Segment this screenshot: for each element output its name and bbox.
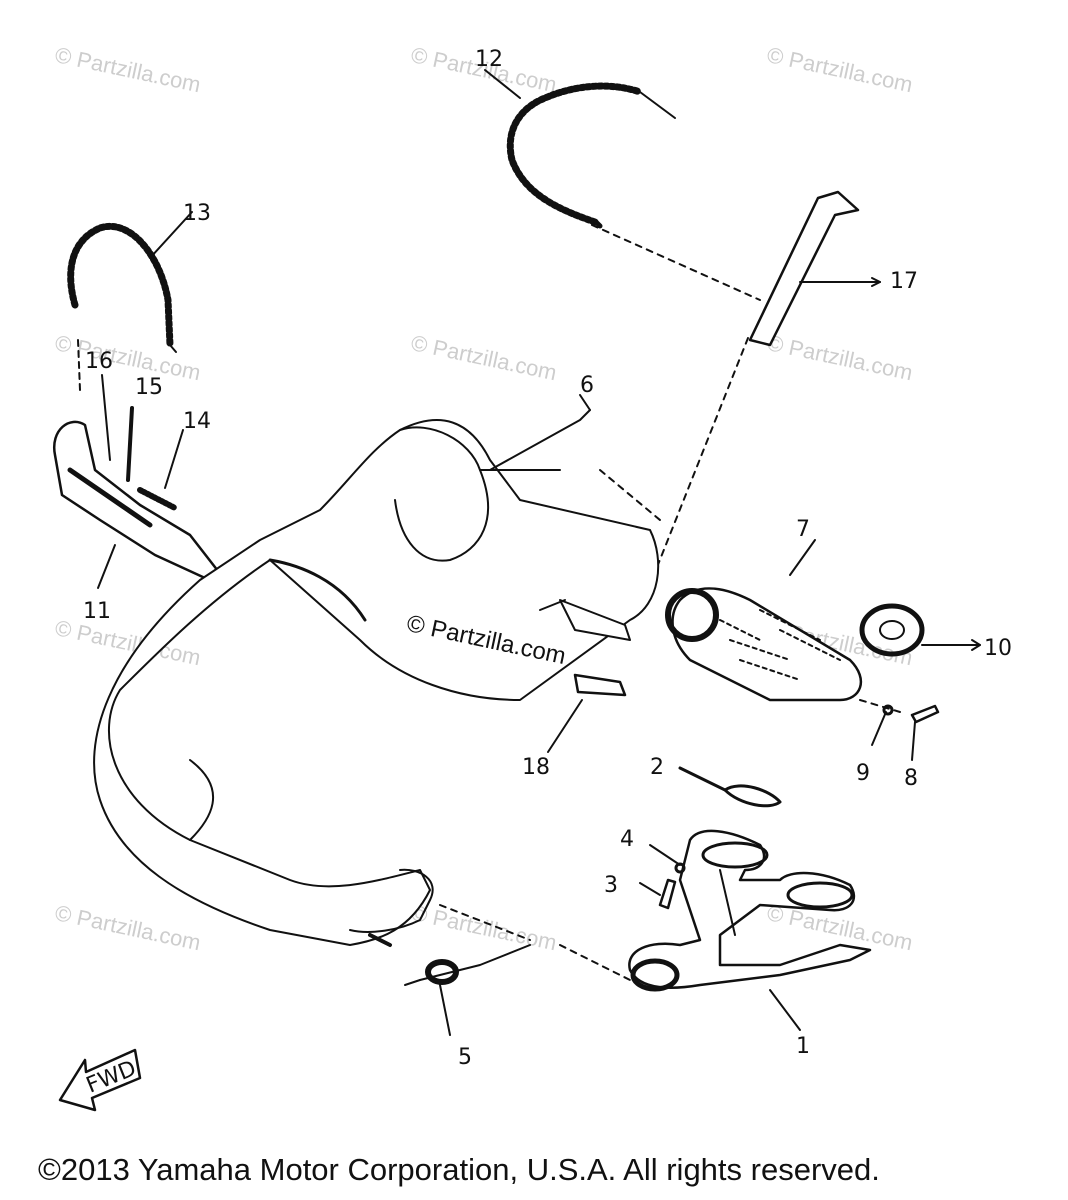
callout-12: 12 [475,47,503,72]
bolt-part-3 [639,844,686,910]
callout-2: 2 [650,755,664,780]
gasket-part-2 [678,766,782,808]
bracket-part-11 [52,374,227,589]
callout-15: 15 [135,375,163,400]
callout-18: 18 [522,755,550,780]
muffler-part-6 [93,394,661,947]
exhaust-pipe-part-1 [439,829,872,1031]
spring-part-5 [404,944,531,1036]
callout-1: 1 [796,1034,810,1059]
callout-6: 6 [580,373,594,398]
band-part-13 [67,211,193,391]
silencer-part-7 [665,539,862,702]
callout-10: 10 [984,636,1012,661]
copyright-notice: ©2013 Yamaha Motor Corporation, U.S.A. A… [38,1152,880,1187]
callout-13: 13 [183,201,211,226]
exploded-view-drawing: FWD 1 2 3 4 5 6 7 8 9 10 11 12 13 14 15 … [52,47,1012,1112]
callout-3: 3 [604,873,618,898]
callout-17: 17 [890,269,918,294]
callout-7: 7 [796,517,810,542]
bracket-part-18 [547,673,627,753]
callout-5: 5 [458,1045,472,1070]
band-part-12 [484,69,676,229]
callout-16: 16 [85,349,113,374]
callout-4: 4 [620,827,634,852]
callout-14: 14 [183,409,211,434]
callout-8: 8 [904,766,918,791]
washer-part-10 [859,603,981,657]
callout-9: 9 [856,761,870,786]
callout-11: 11 [83,599,111,624]
fwd-arrow-icon [58,1048,142,1112]
bolt-part-8 [859,699,940,761]
